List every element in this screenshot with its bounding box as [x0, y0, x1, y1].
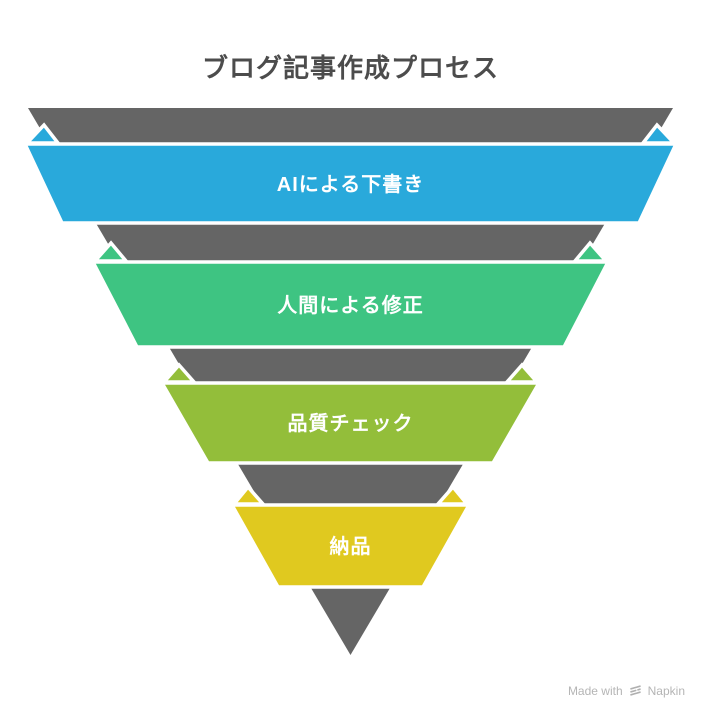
page-title: ブログ記事作成プロセス: [201, 53, 499, 83]
napkin-watermark[interactable]: Made with Napkin: [568, 683, 685, 698]
watermark-brand: Napkin: [647, 683, 685, 698]
funnel-level-3-band: [158, 381, 543, 465]
watermark-prefix: Made with: [567, 683, 623, 698]
funnel-level-4-band: [229, 503, 472, 589]
funnel-level-2-label: 人間による修正: [277, 293, 423, 317]
funnel-level-4: 納品: [229, 484, 472, 589]
napkin-logo-icon: [629, 685, 641, 696]
funnel-level-1-band: [22, 142, 679, 225]
funnel-level-2: 人間による修正: [90, 240, 611, 349]
funnel-level-2-band: [90, 260, 611, 349]
funnel-level-4-label: 納品: [330, 534, 372, 558]
funnel-level-1: AIによる下書き: [22, 122, 679, 225]
funnel-level-1-label: AIによる下書き: [277, 173, 424, 196]
funnel-level-3-label: 品質チェック: [288, 411, 414, 435]
funnel-level-3: 品質チェック: [158, 362, 543, 465]
